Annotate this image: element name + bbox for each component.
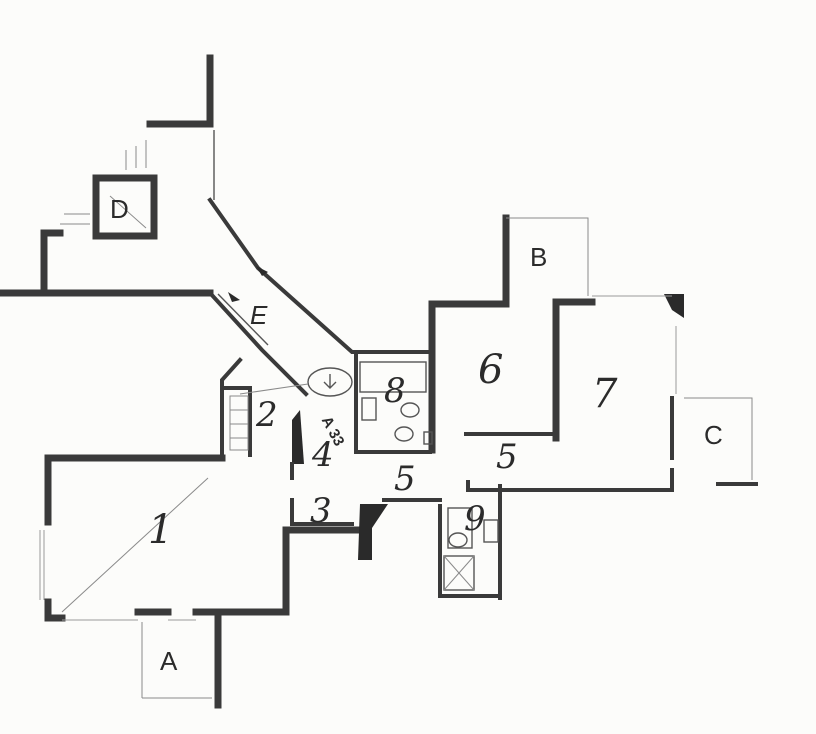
area-b-label: B — [530, 242, 548, 272]
area-d-label: D — [110, 194, 129, 224]
room-5b-label: 5 — [496, 437, 518, 477]
wall-d-box — [92, 174, 158, 240]
room-2-label: 2 — [256, 395, 278, 435]
wall-stair-left — [40, 229, 64, 297]
room-1-label: 1 — [148, 507, 174, 553]
walls — [0, 54, 758, 709]
room-9-label: 9 — [464, 499, 486, 539]
wall-north-top — [146, 54, 214, 128]
room-8-label: 8 — [384, 371, 406, 411]
room-3-label: 3 — [310, 491, 332, 531]
area-e-label: E — [250, 300, 268, 330]
room-4-label: 4 — [312, 435, 334, 475]
wall-diagonal-lower — [207, 290, 309, 397]
wall-room1 — [44, 454, 226, 526]
area-a-label: A — [160, 646, 178, 676]
wall-diagonal-upper — [207, 197, 434, 354]
room-5a-label: 5 — [394, 459, 416, 499]
room-6-label: 6 — [478, 347, 504, 393]
room-7-label: 7 — [592, 371, 618, 417]
area-c-label: C — [704, 420, 723, 450]
